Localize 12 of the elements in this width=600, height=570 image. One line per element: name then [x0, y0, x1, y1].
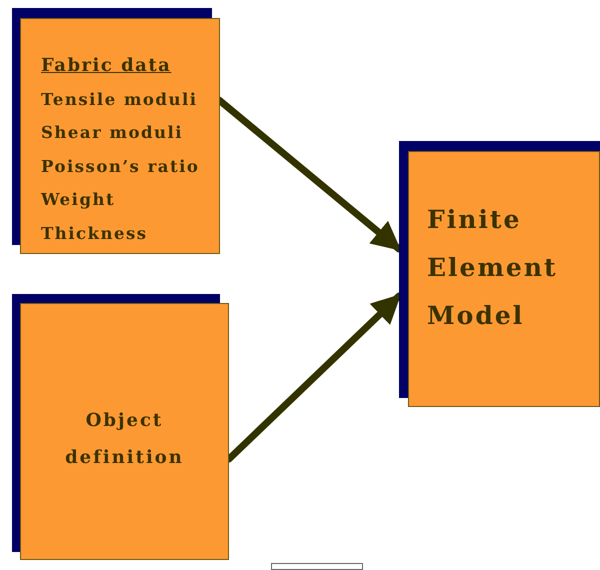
label: Finite Element Model — [427, 204, 559, 332]
label: Shear moduli — [41, 122, 184, 144]
process-box — [20, 18, 220, 254]
label: Weight — [41, 189, 116, 211]
label: Poisson’s ratio — [41, 156, 200, 178]
empty-box — [271, 563, 363, 570]
label: Object definition — [64, 409, 185, 470]
label: Tensile moduli — [41, 88, 198, 110]
label: Thickness — [41, 222, 148, 244]
process-box — [408, 151, 600, 407]
process-box — [20, 303, 229, 560]
heading: Fabric data — [41, 54, 172, 78]
